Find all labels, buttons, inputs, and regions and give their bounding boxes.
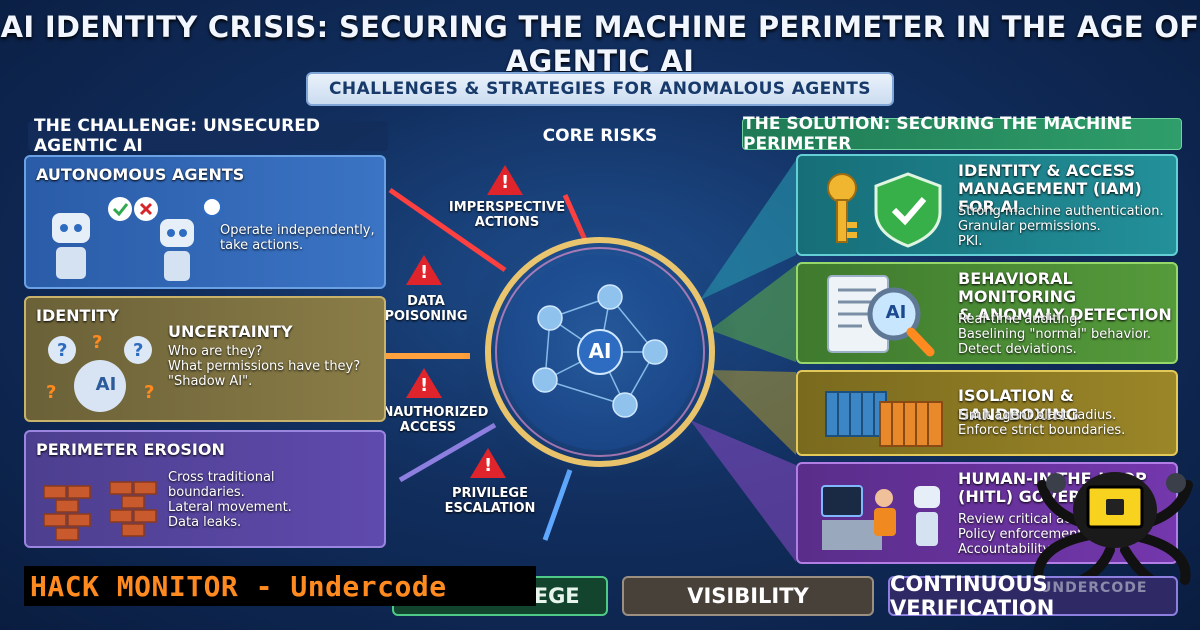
warning-icon: ! (487, 165, 523, 195)
panel-text: Who are they? What permissions have they… (168, 344, 361, 389)
svg-text:?: ? (57, 340, 67, 361)
human-robot-icon (821, 485, 940, 550)
core-risks-heading: CORE RISKS (542, 126, 658, 146)
banner-text: HACK MONITOR - Undercode (30, 569, 447, 603)
panel-title: IDENTITY & ACCESS MANAGEMENT (IAM) FOR A… (958, 161, 1142, 216)
panel-title: IDENTITY (36, 306, 119, 325)
behavioral-ai-label: AI (885, 302, 907, 323)
panel-iam: IDENTITY & ACCESS MANAGEMENT (IAM) FOR A… (796, 154, 1178, 256)
warning-icon: ! (470, 448, 506, 478)
identity-ai-label: AI (95, 374, 117, 395)
warning-icon: ! (406, 368, 442, 398)
risk-data-poisoning: DATA POISONING (384, 294, 468, 324)
containers-icon (825, 391, 943, 447)
panel-text: Cross traditional boundaries. Lateral mo… (168, 470, 292, 530)
beam-iam (700, 160, 796, 300)
svg-text:?: ? (46, 382, 56, 403)
core-ai-label: AI (588, 339, 612, 363)
broken-wall-icon (43, 481, 157, 541)
subtitle-text: CHALLENGES & STRATEGIES FOR ANOMALOUS AG… (329, 79, 871, 99)
panel-title: BEHAVIORAL MONITORING & ANOMALY DETECTIO… (958, 269, 1172, 324)
page-title: AI IDENTITY CRISIS: SECURING THE MACHINE… (0, 10, 1200, 78)
risk-privilege-escalation: PRIVILEGE ESCALATION (444, 486, 536, 516)
question-head-icon: ? ? ? ? ? (46, 332, 154, 412)
panel-isolation-sandboxing: ISOLATION & SANDBOXING Limit agent blast… (796, 370, 1178, 456)
watermark: UNDERCODE (1040, 580, 1148, 596)
panel-title: PERIMETER EROSION (36, 440, 225, 459)
risk-unauthorized-access: UNAUTHORIZED ACCESS (372, 405, 489, 435)
panel-subtitle: UNCERTAINTY (168, 322, 293, 341)
svg-text:?: ? (144, 382, 154, 403)
beam-hitl (690, 420, 796, 562)
pillar-visibility: VISIBILITY (622, 576, 874, 616)
arrow-perimeter (398, 422, 497, 483)
solution-heading: THE SOLUTION: SECURING THE MACHINE PERIM… (742, 114, 1182, 154)
pillar-label: CONTINUOUS VERIFICATION (890, 572, 1055, 620)
panel-autonomous-agents: AUTONOMOUS AGENTS Operate independently,… (24, 155, 386, 289)
subtitle-banner: CHALLENGES & STRATEGIES FOR ANOMALOUS AG… (306, 72, 894, 106)
risk-imperspective: IMPERSPECTIVE ACTIONS (448, 200, 566, 230)
hacker-octopus-icon (1033, 472, 1193, 590)
svg-text:?: ? (133, 340, 143, 361)
panel-identity-uncertainty: IDENTITY UNCERTAINTY ? ? ? ? ? AI Who ar… (24, 296, 386, 422)
hack-monitor-banner: HACK MONITOR - Undercode (24, 566, 536, 606)
panel-title: ISOLATION & SANDBOXING (958, 386, 1079, 424)
warning-icon: ! (406, 255, 442, 285)
panel-title: AUTONOMOUS AGENTS (36, 165, 245, 184)
panel-behavioral-monitoring: AI BEHAVIORAL MONITORING & ANOMALY DETEC… (796, 262, 1178, 364)
magnifier-doc-icon (827, 275, 935, 357)
robots-icon (52, 197, 222, 281)
panel-text: Real-time auditing. Baselining "normal" … (958, 312, 1151, 357)
arrow-autonomous (388, 187, 507, 273)
svg-text:?: ? (92, 332, 102, 353)
pillar-label: VISIBILITY (687, 584, 809, 608)
key-shield-icon (827, 172, 942, 248)
panel-perimeter-erosion: PERIMETER EROSION Cross traditional boun… (24, 430, 386, 548)
panel-text: Operate independently, take actions. (220, 223, 375, 253)
panel-text: Strong machine authentication. Granular … (958, 204, 1164, 249)
pillar-continuous-verification: CONTINUOUS VERIFICATION (888, 572, 1178, 620)
panel-text: Limit agent blast radius. Enforce strict… (958, 408, 1126, 438)
